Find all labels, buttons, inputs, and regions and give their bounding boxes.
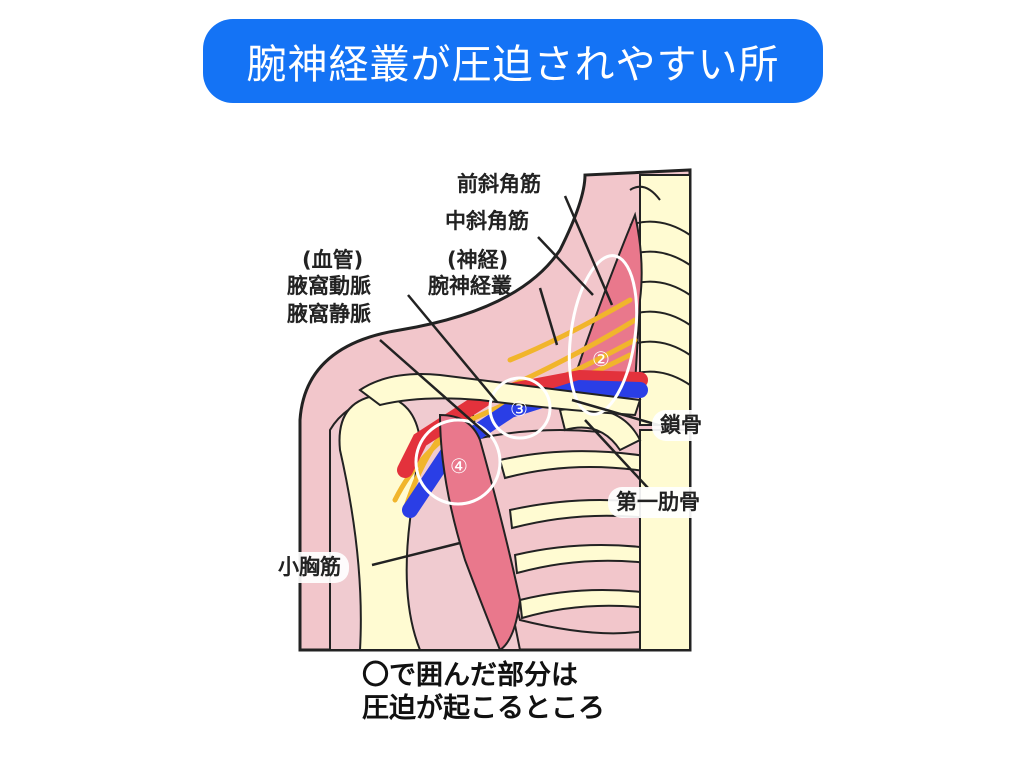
caption-line-2: 圧迫が起こるところ — [362, 693, 605, 724]
marker-3: ③ — [510, 397, 528, 421]
axillary-vein — [402, 379, 648, 518]
compression-circle-2 — [567, 254, 639, 416]
pectoralis-minor — [438, 413, 522, 652]
compression-circle-4 — [414, 418, 502, 506]
label-vessel-category: (血管) — [302, 248, 364, 272]
leader-lines — [371, 195, 659, 567]
humerus-bone — [338, 393, 422, 651]
label-axillary-artery: 腋窩動脈 — [287, 274, 371, 298]
marker-2: ② — [592, 347, 610, 371]
compression-circle-3 — [488, 376, 552, 440]
label-axillary-vein: 腋窩静脈 — [287, 302, 371, 326]
label-clavicle: 鎖骨 — [652, 410, 710, 441]
label-pectoralis-minor: 小胸筋 — [270, 552, 349, 583]
label-middle-scalene: 中斜角筋 — [445, 209, 529, 233]
marker-4: ④ — [450, 454, 468, 478]
caption: 〇で囲んだ部分は 圧迫が起こるところ — [362, 659, 605, 725]
label-first-rib: 第一肋骨 — [608, 487, 708, 518]
label-anterior-scalene: 前斜角筋 — [457, 172, 541, 196]
label-brachial-plexus: 腕神経叢 — [428, 274, 512, 298]
scalene-muscles — [570, 211, 643, 386]
title-banner: 腕神経叢が圧迫されやすい所 — [203, 19, 823, 103]
label-nerve-category: (神経) — [447, 248, 509, 272]
caption-line-1: 〇で囲んだ部分は — [362, 660, 578, 691]
page-title: 腕神経叢が圧迫されやすい所 — [246, 42, 780, 88]
